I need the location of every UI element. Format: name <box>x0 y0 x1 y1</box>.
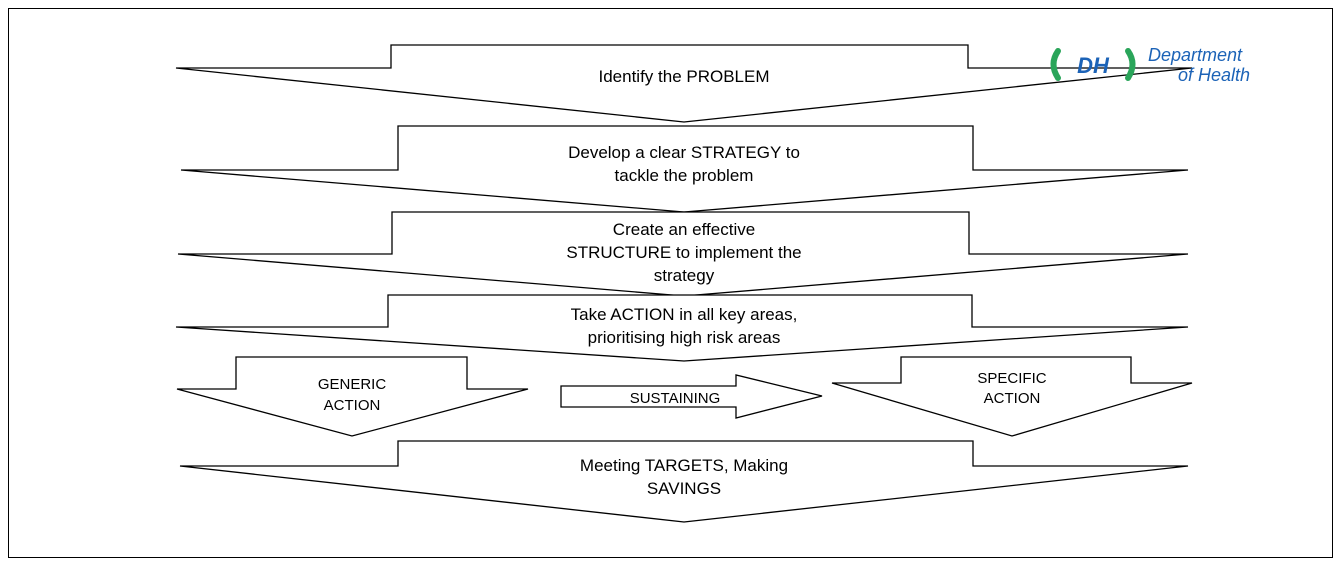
sustaining-label: SUSTAINING <box>630 390 721 407</box>
step-arrow-structure: Create an effective STRUCTURE to impleme… <box>177 211 1189 297</box>
outcome-label-1: Meeting TARGETS, Making <box>580 456 788 475</box>
logo-text-department: Department <box>1148 45 1243 65</box>
specific-action-label-2: ACTION <box>984 390 1041 407</box>
generic-action-label-1: GENERIC <box>318 376 387 393</box>
step-label-strategy-2: tackle the problem <box>615 166 754 185</box>
generic-action-label-2: ACTION <box>324 397 381 414</box>
step-label-action-2: prioritising high risk areas <box>588 328 781 347</box>
logo-dh-mark: DH <box>1077 53 1110 78</box>
step-arrow-action: Take ACTION in all key areas, prioritisi… <box>175 294 1189 362</box>
step-arrow-strategy: Develop a clear STRATEGY to tackle the p… <box>180 125 1189 213</box>
step-label-structure-3: strategy <box>654 266 715 285</box>
generic-action-arrow: GENERIC ACTION <box>176 356 529 437</box>
logo-right-arc-icon <box>1125 48 1136 81</box>
specific-action-arrow: SPECIFIC ACTION <box>831 356 1193 437</box>
step-label-action-1: Take ACTION in all key areas, <box>571 305 798 324</box>
outcome-label-2: SAVINGS <box>647 479 721 498</box>
step-label-problem-1: Identify the PROBLEM <box>598 67 769 86</box>
step-label-structure-1: Create an effective <box>613 220 755 239</box>
sustaining-arrow: SUSTAINING <box>560 374 823 419</box>
logo-left-arc-icon <box>1050 48 1061 81</box>
step-label-structure-2: STRUCTURE to implement the <box>566 243 801 262</box>
specific-action-label-1: SPECIFIC <box>977 370 1046 387</box>
diagram-frame <box>8 8 1333 558</box>
logo-text-of-health: of Health <box>1178 65 1250 85</box>
dh-logo: DH Department of Health <box>1050 45 1250 85</box>
dh-logo-mark: DH <box>1050 48 1136 81</box>
outcome-arrow: Meeting TARGETS, Making SAVINGS <box>179 440 1189 523</box>
step-label-strategy-1: Develop a clear STRATEGY to <box>568 143 800 162</box>
step-arrow-problem: Identify the PROBLEM <box>175 44 1193 123</box>
